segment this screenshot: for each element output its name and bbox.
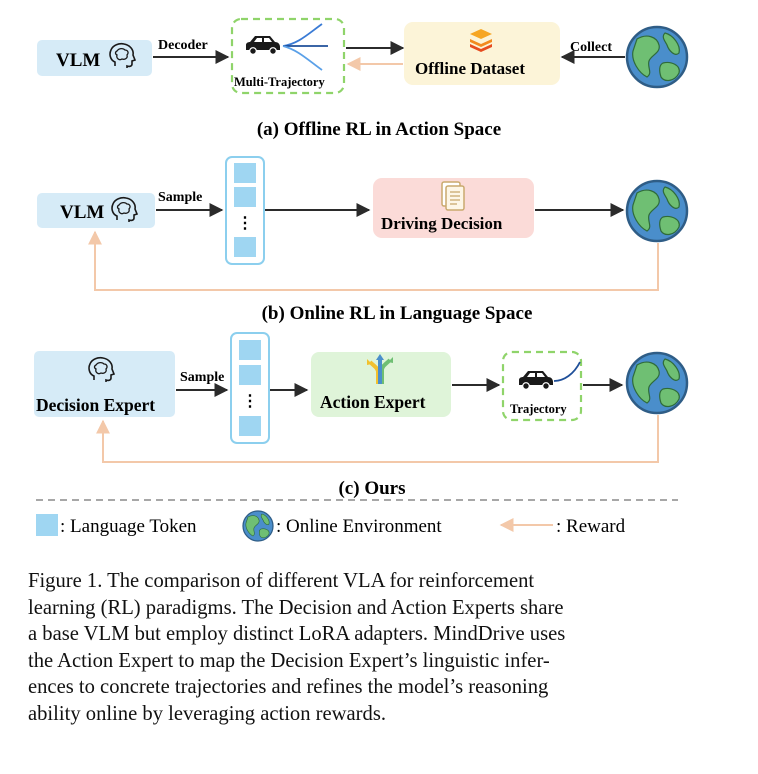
language-token — [234, 237, 256, 257]
caption-line: a base VLM but employ distinct LoRA adap… — [28, 623, 566, 645]
trajectory-curve — [553, 361, 581, 382]
decision-expert-box — [34, 351, 175, 417]
legend-environment-label: : Online Environment — [276, 516, 442, 537]
earth-globe-icon-c — [625, 351, 689, 415]
vlm-label-b: VLM — [60, 202, 104, 223]
vlm-box-b — [37, 193, 155, 228]
reward-arrow-b — [88, 230, 659, 291]
caption-line: ences to concrete trajectories and refin… — [28, 676, 549, 698]
language-token — [234, 163, 256, 183]
ellipsis-dots: ⋮ — [237, 215, 253, 232]
document-icon — [441, 181, 465, 211]
offline-dataset-label: Offline Dataset — [415, 59, 525, 78]
sample-label-b: Sample — [158, 190, 202, 205]
legend: : Language Token : Online Environment : … — [36, 510, 626, 542]
driving-decision-label: Driving Decision — [381, 214, 503, 233]
earth-globe-icon-b — [625, 179, 689, 243]
trajectory-label: Trajectory — [510, 402, 567, 416]
sample-label-c: Sample — [180, 370, 224, 385]
legend-reward-label: : Reward — [556, 516, 626, 537]
language-token — [239, 365, 261, 385]
panel-a-title: (a) Offline RL in Action Space — [257, 119, 501, 140]
legend-token-label: : Language Token — [60, 516, 197, 537]
decision-expert-label: Decision Expert — [36, 395, 155, 415]
offline-dataset-box — [404, 22, 560, 85]
action-expert-box — [311, 352, 451, 417]
caption-line: the Action Expert to map the Decision Ex… — [28, 649, 550, 672]
language-token — [239, 340, 261, 360]
language-token — [234, 187, 256, 207]
earth-globe-icon-a — [625, 25, 689, 89]
panel-a: VLM Decoder Multi-Trajectory Offline Dat… — [37, 17, 689, 140]
decoder-label: Decoder — [158, 38, 208, 53]
figure-caption: Figure 1. The comparison of different VL… — [28, 568, 700, 727]
ellipsis-dots: ⋮ — [242, 393, 258, 410]
branching-arrows-icon — [367, 354, 393, 384]
collect-label: Collect — [570, 40, 612, 55]
language-token — [239, 416, 261, 436]
branching-trajectories-icon — [282, 23, 328, 71]
vlm-label-a: VLM — [56, 50, 100, 71]
earth-globe-icon — [242, 510, 274, 542]
multi-trajectory-label: Multi-Trajectory — [234, 75, 325, 89]
layered-stack-icon — [470, 29, 492, 52]
panel-c-title: (c) Ours — [338, 478, 405, 499]
panel-b: VLM Sample ⋮ Driving Decision (b) Online… — [37, 156, 689, 324]
panel-c: Decision Expert Sample ⋮ Action Expert T… — [34, 332, 689, 499]
trajectory-box — [501, 350, 583, 422]
figure-diagram: VLM Decoder Multi-Trajectory Offline Dat… — [34, 17, 689, 542]
token-column-c — [230, 332, 270, 444]
reward-arrow-c — [96, 415, 659, 463]
caption-line: Figure 1. The comparison of different VL… — [28, 570, 535, 592]
panel-b-title: (b) Online RL in Language Space — [262, 303, 533, 324]
caption-line: learning (RL) paradigms. The Decision an… — [28, 596, 564, 619]
action-expert-label: Action Expert — [320, 392, 426, 412]
language-token-square — [36, 514, 58, 536]
caption-line: ability online by leveraging action rewa… — [28, 702, 386, 725]
